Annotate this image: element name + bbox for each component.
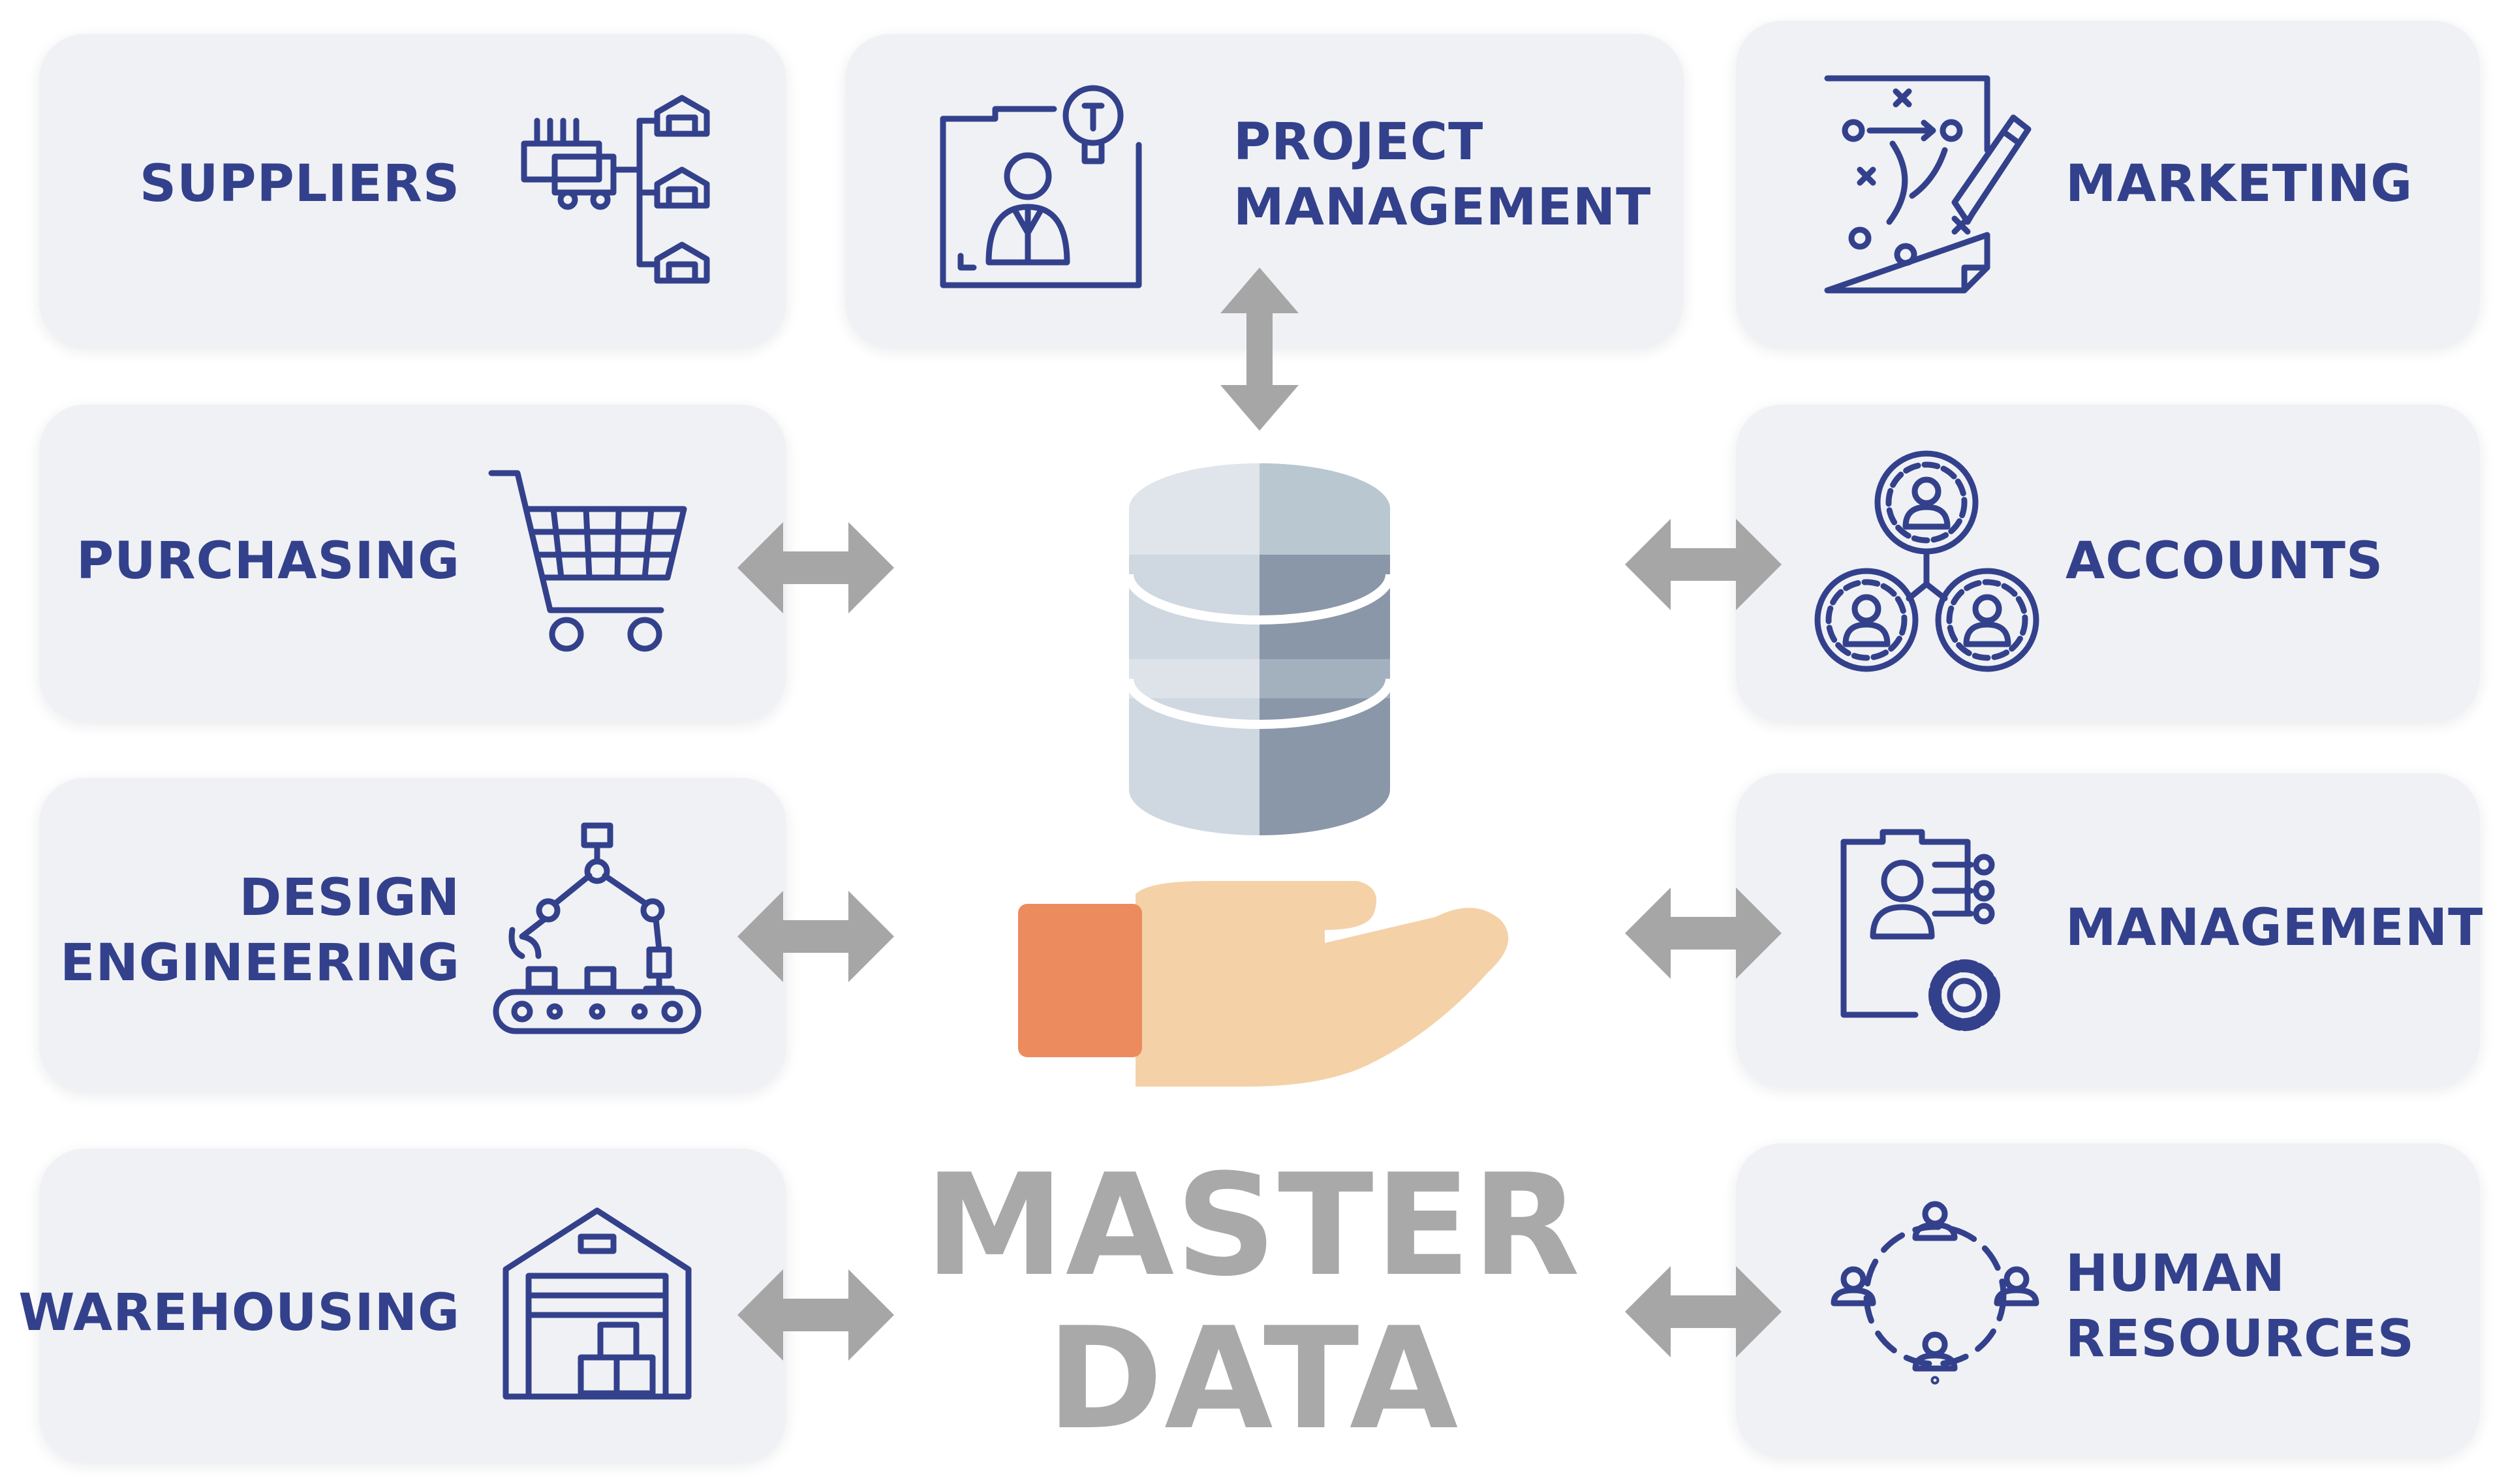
- project-management-line-1: PROJECT: [1233, 113, 1484, 172]
- human-resources-line-1: HUMAN: [2065, 1244, 2285, 1303]
- design-engineering-line-1: DESIGN: [239, 869, 460, 927]
- database-icon: [1129, 463, 1390, 835]
- marketing-strategy-icon: [1821, 72, 2030, 300]
- human-resources-label: HUMAN RESOURCES: [2065, 1241, 2415, 1372]
- master-data-line-1: MASTER: [924, 1143, 1582, 1307]
- robotic-arm-icon: [493, 822, 708, 1038]
- arrow-purchasing: [737, 522, 894, 613]
- purchasing-card: [39, 405, 786, 721]
- warehousing-card: [39, 1149, 786, 1462]
- warehouse-icon: [503, 1207, 692, 1403]
- team-network-icon: [1827, 1198, 2043, 1393]
- arrow-human-resources: [1625, 1266, 1782, 1357]
- design-engineering-card: [39, 778, 786, 1091]
- accounts-users-icon: [1814, 447, 2039, 672]
- suppliers-card: [39, 34, 786, 347]
- arrow-design-engineering: [737, 891, 894, 982]
- purchasing-label: PURCHASING: [76, 532, 460, 591]
- accounts-label: ACCOUNTS: [2065, 532, 2384, 591]
- arrow-management: [1625, 888, 1782, 979]
- master-data-line-2: DATA: [1046, 1297, 1460, 1461]
- arrow-warehousing: [737, 1269, 894, 1361]
- project-manager-icon: [933, 80, 1149, 295]
- clipboard-gear-icon: [1837, 822, 2020, 1051]
- project-management-label: PROJECT MANAGEMENT: [1233, 110, 1651, 240]
- project-management-line-2: MANAGEMENT: [1233, 178, 1652, 237]
- warehousing-label: WAREHOUSING: [18, 1284, 460, 1342]
- human-resources-line-2: RESOURCES: [2065, 1310, 2415, 1368]
- human-resources-card: [1736, 1143, 2480, 1457]
- master-data-title: MASTER DATA: [914, 1149, 1592, 1455]
- arrow-project-management: [1220, 268, 1299, 431]
- design-engineering-line-2: ENGINEERING: [60, 934, 460, 993]
- shopping-cart-icon: [488, 463, 690, 659]
- marketing-label: MARKETING: [2065, 155, 2413, 213]
- management-label: MANAGEMENT: [2065, 899, 2484, 957]
- arrow-accounts: [1625, 519, 1782, 610]
- supplier-network-icon: [519, 91, 715, 287]
- suppliers-label: SUPPLIERS: [139, 155, 460, 213]
- design-engineering-label: DESIGN ENGINEERING: [60, 865, 460, 996]
- open-hand-icon: [1018, 881, 1509, 1087]
- management-card: [1736, 773, 2480, 1087]
